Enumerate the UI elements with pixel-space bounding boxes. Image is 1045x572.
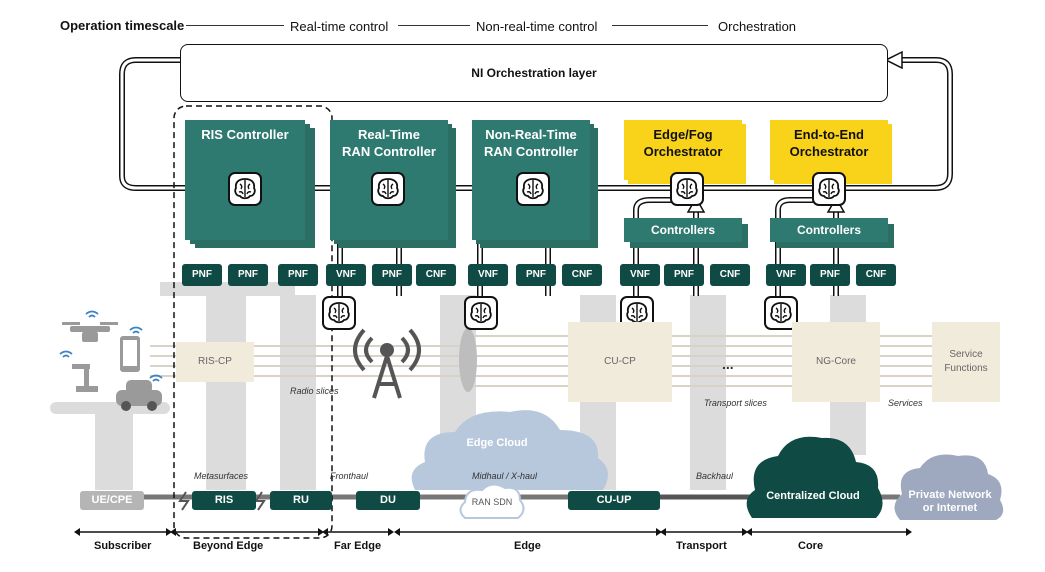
- pillar: [690, 295, 726, 490]
- ai-brain-icon[interactable]: [812, 172, 846, 206]
- nrt-controller-line1: Non-Real-Time: [485, 127, 577, 142]
- vnf-chip[interactable]: VNF: [326, 264, 366, 286]
- cnf-chip[interactable]: CNF: [710, 264, 750, 286]
- metasurfaces-label: Metasurfaces: [194, 471, 249, 481]
- ru-node[interactable]: RU: [270, 491, 332, 510]
- ai-brain-icon[interactable]: [516, 172, 550, 206]
- fronthaul-label: Fronthaul: [330, 471, 369, 481]
- timeline-line: [612, 25, 708, 26]
- realtime-label: Real-time control: [290, 19, 389, 34]
- ris-controller-label: RIS Controller: [201, 127, 289, 142]
- vnf-chip[interactable]: VNF: [766, 264, 806, 286]
- services-label: Services: [888, 398, 923, 408]
- cu-up-node[interactable]: CU-UP: [568, 491, 660, 510]
- segment-beyond-edge: Beyond Edge: [193, 540, 264, 552]
- edge-orchestrator-line2: Orchestrator: [643, 144, 723, 159]
- segment-subscriber: Subscriber: [94, 540, 152, 552]
- nonrealtime-label: Non-real-time control: [476, 19, 598, 34]
- pnf-chip[interactable]: PNF: [664, 264, 704, 286]
- segment-far-edge: Far Edge: [334, 540, 382, 552]
- car-icon: [116, 380, 162, 411]
- pillar: [206, 290, 246, 490]
- ng-core-box[interactable]: NG-Core: [792, 322, 880, 402]
- wifi-icon: [59, 310, 163, 382]
- cnf-chip[interactable]: CNF: [856, 264, 896, 286]
- service-functions-box[interactable]: Service Functions: [932, 322, 1000, 402]
- edge-fog-orchestrator[interactable]: Edge/Fog Orchestrator: [624, 120, 742, 180]
- ai-brain-icon[interactable]: [670, 172, 704, 206]
- pnf-chip[interactable]: PNF: [182, 264, 222, 286]
- pnf-chip[interactable]: PNF: [228, 264, 268, 286]
- ellipsis: ...: [722, 356, 734, 372]
- backhaul-label: Backhaul: [696, 471, 734, 481]
- orchestration-layer[interactable]: NI Orchestration layer: [180, 44, 888, 102]
- rt-controller-line2: RAN Controller: [342, 144, 436, 159]
- robot-arm-icon: [72, 364, 98, 392]
- e2e-orchestrator[interactable]: End-to-End Orchestrator: [770, 120, 888, 180]
- segment-transport: Transport: [676, 540, 727, 552]
- service-functions-line1: Service: [949, 349, 983, 360]
- drone-icon: [62, 322, 118, 342]
- radio-tower-icon: [353, 328, 421, 399]
- private-network-line1: Private Network: [908, 489, 992, 501]
- segment-core: Core: [798, 540, 824, 552]
- ai-brain-icon[interactable]: [228, 172, 262, 206]
- vnf-chip[interactable]: VNF: [620, 264, 660, 286]
- pnf-chip[interactable]: PNF: [278, 264, 318, 286]
- pnf-chip[interactable]: PNF: [516, 264, 556, 286]
- pillar: [95, 402, 133, 490]
- radio-slices-label: Radio slices: [290, 386, 339, 396]
- pillar: [280, 295, 316, 490]
- ran-sdn-label: RAN SDN: [471, 497, 513, 507]
- e2e-orchestrator-line2: Orchestrator: [789, 144, 869, 159]
- edge-cloud-label: Edge Cloud: [466, 437, 528, 449]
- service-functions-line2: Functions: [944, 363, 988, 374]
- e2e-controllers[interactable]: Controllers: [770, 218, 888, 242]
- timeline-line: [186, 25, 284, 26]
- cnf-chip[interactable]: CNF: [562, 264, 602, 286]
- subscriber-devices: [59, 310, 163, 411]
- ai-brain-icon[interactable]: [464, 296, 498, 330]
- segment-edge: Edge: [514, 540, 541, 552]
- timeline-line: [398, 25, 470, 26]
- midhaul-label: Midhaul / X-haul: [472, 471, 538, 481]
- ai-brain-icon[interactable]: [371, 172, 405, 206]
- phone-icon: [120, 336, 140, 372]
- edge-controllers[interactable]: Controllers: [624, 218, 742, 242]
- orchestration-label: Orchestration: [718, 19, 797, 34]
- cu-cp-box[interactable]: CU-CP: [568, 322, 672, 402]
- cnf-chip[interactable]: CNF: [416, 264, 456, 286]
- timescale-label: Operation timescale: [60, 18, 185, 33]
- pnf-chip[interactable]: PNF: [372, 264, 412, 286]
- orchestration-layer-label: NI Orchestration layer: [471, 66, 597, 80]
- ris-cp-box[interactable]: RIS-CP: [176, 342, 254, 382]
- private-network-label: Private Network or Internet: [900, 489, 1000, 515]
- vnf-chip[interactable]: VNF: [468, 264, 508, 286]
- ris-node[interactable]: RIS: [192, 491, 256, 510]
- e2e-orchestrator-line1: End-to-End: [793, 127, 865, 142]
- centralized-cloud-label: Centralized Cloud: [766, 490, 860, 502]
- nrt-controller-line2: RAN Controller: [484, 144, 578, 159]
- private-network-line2: or Internet: [922, 502, 978, 514]
- edge-orchestrator-line1: Edge/Fog: [653, 127, 713, 142]
- ue-cpe-node[interactable]: UE/CPE: [80, 491, 144, 510]
- ai-brain-icon[interactable]: [322, 296, 356, 330]
- du-node[interactable]: DU: [356, 491, 420, 510]
- transport-slices-label: Transport slices: [704, 398, 767, 408]
- rt-controller-line1: Real-Time: [358, 127, 420, 142]
- pnf-chip[interactable]: PNF: [810, 264, 850, 286]
- nonrealtime-ran-controller[interactable]: Non-Real-Time RAN Controller: [472, 120, 590, 240]
